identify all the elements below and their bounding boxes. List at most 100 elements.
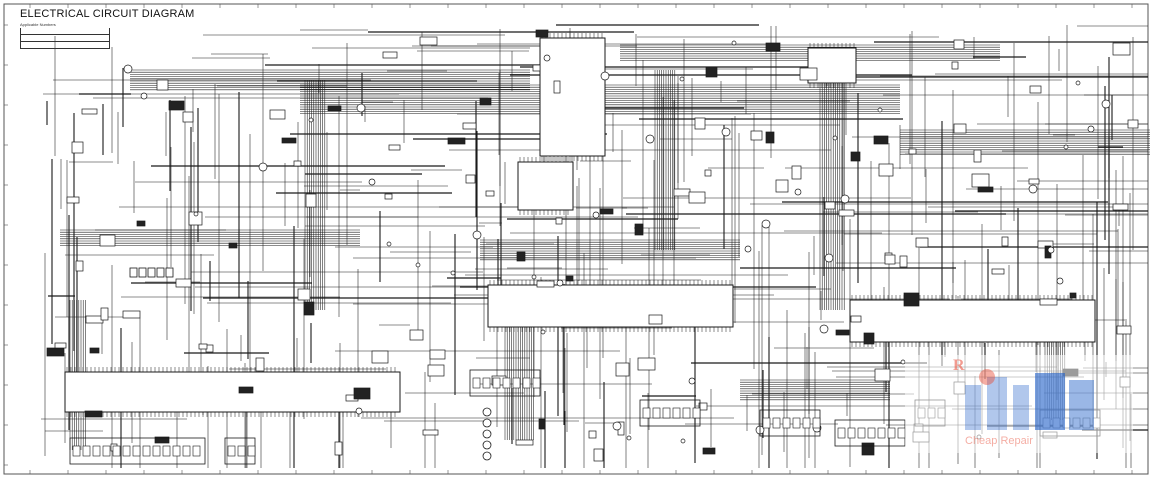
connector bbox=[1001, 236, 1009, 247]
component bbox=[112, 445, 121, 457]
connector bbox=[835, 329, 850, 336]
connector bbox=[593, 448, 604, 462]
lamp-symbol bbox=[482, 440, 492, 450]
connector bbox=[198, 343, 208, 350]
connector bbox=[427, 364, 445, 377]
connector bbox=[327, 105, 342, 112]
connector bbox=[588, 430, 597, 439]
fuse bbox=[156, 267, 165, 278]
connector bbox=[85, 315, 104, 324]
sheet-border bbox=[3, 3, 1149, 475]
relay-coil bbox=[355, 407, 363, 415]
component bbox=[642, 407, 651, 419]
connector bbox=[634, 223, 644, 236]
relay-coil bbox=[123, 64, 133, 74]
connector bbox=[479, 97, 492, 106]
connector bbox=[908, 148, 917, 155]
connector bbox=[46, 347, 65, 357]
connector bbox=[791, 165, 802, 180]
component bbox=[837, 427, 846, 439]
component bbox=[802, 417, 811, 429]
connector bbox=[553, 80, 561, 94]
fuse bbox=[147, 267, 156, 278]
connector bbox=[953, 39, 965, 50]
connector bbox=[75, 260, 84, 272]
connector bbox=[182, 111, 194, 123]
control-unit bbox=[517, 161, 574, 211]
connector bbox=[409, 329, 424, 341]
connector bbox=[465, 174, 476, 184]
connector bbox=[84, 410, 103, 418]
connector bbox=[156, 79, 169, 91]
component bbox=[492, 377, 501, 389]
connector bbox=[1029, 85, 1042, 94]
connector bbox=[973, 149, 982, 163]
connector bbox=[765, 131, 775, 144]
component bbox=[92, 445, 101, 457]
connector bbox=[371, 350, 389, 364]
connector bbox=[538, 418, 546, 430]
component bbox=[72, 445, 81, 457]
component bbox=[227, 445, 236, 457]
connector bbox=[99, 234, 116, 247]
connector bbox=[255, 357, 265, 372]
relay-coil bbox=[600, 71, 610, 81]
connector bbox=[1028, 178, 1040, 185]
fuse bbox=[129, 267, 138, 278]
connector bbox=[536, 280, 555, 288]
component bbox=[772, 417, 781, 429]
connector bbox=[334, 441, 343, 456]
connector bbox=[673, 188, 691, 197]
connector bbox=[694, 117, 706, 130]
component bbox=[857, 427, 866, 439]
relay-coil bbox=[794, 188, 802, 196]
connector bbox=[293, 160, 302, 167]
connector bbox=[1112, 203, 1129, 211]
connector bbox=[555, 217, 563, 225]
connector bbox=[765, 42, 781, 52]
component bbox=[502, 377, 511, 389]
relay-coil bbox=[680, 438, 686, 444]
lamp-symbol bbox=[482, 418, 492, 428]
connector bbox=[154, 436, 170, 444]
connector bbox=[382, 51, 398, 59]
relay-coil bbox=[731, 40, 737, 46]
connector bbox=[122, 310, 141, 319]
component bbox=[102, 445, 111, 457]
connector bbox=[281, 137, 297, 144]
legend-row bbox=[20, 35, 110, 42]
component bbox=[692, 407, 701, 419]
component bbox=[897, 427, 906, 439]
control-unit bbox=[64, 371, 401, 413]
component-group bbox=[69, 437, 206, 465]
relay-coil bbox=[832, 135, 838, 141]
fuse bbox=[138, 267, 147, 278]
connector bbox=[535, 29, 549, 38]
lamp-symbol bbox=[482, 429, 492, 439]
connector bbox=[977, 186, 994, 193]
connector bbox=[54, 342, 67, 349]
connector bbox=[419, 36, 438, 46]
connector bbox=[951, 61, 959, 70]
connector bbox=[698, 402, 708, 411]
relay-coil bbox=[450, 270, 456, 276]
component bbox=[877, 427, 886, 439]
connector bbox=[705, 66, 718, 78]
connector bbox=[447, 137, 466, 145]
relay-coil bbox=[258, 162, 268, 172]
relay-coil bbox=[540, 329, 546, 335]
component bbox=[172, 445, 181, 457]
relay-coil bbox=[543, 54, 551, 62]
diagram-title: ELECTRICAL CIRCUIT DIAGRAM bbox=[20, 8, 195, 20]
relay-coil bbox=[688, 377, 696, 385]
component bbox=[652, 407, 661, 419]
relay-coil bbox=[1028, 184, 1038, 194]
component bbox=[482, 377, 491, 389]
control-unit bbox=[849, 299, 1096, 343]
connector bbox=[1069, 292, 1077, 299]
connector bbox=[565, 275, 574, 282]
connector bbox=[704, 169, 712, 177]
connector bbox=[100, 307, 109, 321]
connector bbox=[702, 447, 716, 455]
